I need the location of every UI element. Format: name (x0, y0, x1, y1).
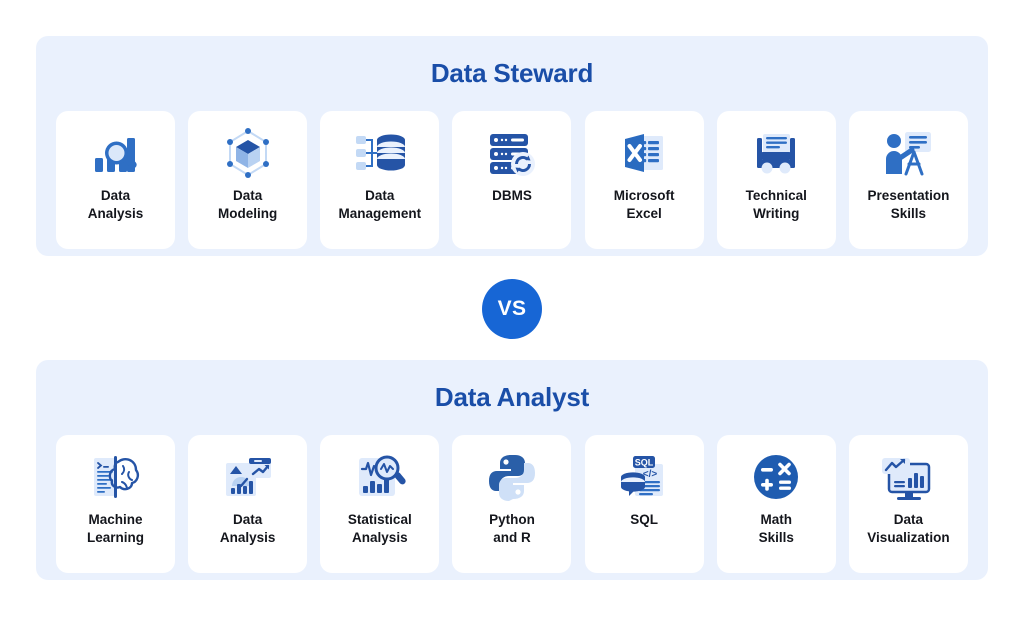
skill-card-label: Math Skills (758, 512, 794, 545)
skill-card-data-modeling[interactable]: Data Modeling (188, 111, 308, 249)
skill-card-label: SQL (630, 512, 658, 527)
section-data-steward: Data Steward Data Analysis (36, 36, 988, 256)
skill-card-dbms[interactable]: DBMS (452, 111, 572, 249)
presenter-easel-icon (880, 125, 936, 181)
skill-card-label: Machine Learning (86, 512, 144, 545)
skill-card-data-management[interactable]: Data Management (320, 111, 440, 249)
waveform-magnifier-chart-icon (352, 449, 408, 505)
math-operators-circle-icon (748, 449, 804, 505)
skill-card-label: Data Modeling (218, 188, 278, 221)
card-row-data-steward: Data Analysis (56, 111, 968, 249)
skill-card-data-analysis-analyst[interactable]: Data Analysis (188, 435, 308, 573)
server-rack-sync-icon (484, 125, 540, 181)
dashboard-gauge-chart-icon (220, 449, 276, 505)
monitor-bar-chart-icon (880, 449, 936, 505)
skill-card-math-skills[interactable]: Math Skills (716, 435, 836, 573)
skill-card-statistical-analysis[interactable]: Statistical Analysis (320, 435, 440, 573)
skill-card-label: Python and R (489, 512, 535, 545)
card-row-data-analyst: Machine Learning (56, 435, 968, 573)
svg-text:</>: </> (643, 469, 658, 480)
skill-card-label: Technical Writing (745, 188, 807, 221)
code-brain-icon (88, 449, 144, 505)
skill-card-data-visualization[interactable]: Data Visualization (848, 435, 968, 573)
hexagon-cube-node-icon (220, 125, 276, 181)
skill-card-technical-writing[interactable]: Technical Writing (716, 111, 836, 249)
section-title-data-steward: Data Steward (430, 58, 594, 88)
skill-card-label: Data Analysis (219, 512, 276, 545)
skill-card-label: Data Visualization (867, 512, 950, 545)
skill-card-label: DBMS (492, 188, 532, 203)
skill-card-label: Presentation Skills (867, 188, 950, 221)
skill-card-data-analysis-steward[interactable]: Data Analysis (56, 111, 175, 249)
skill-card-python-and-r[interactable]: Python and R (452, 435, 572, 573)
section-title-data-analyst: Data Analyst (434, 382, 590, 412)
database-nodes-icon (352, 125, 408, 181)
microsoft-excel-icon (616, 125, 672, 181)
printer-document-icon (748, 125, 804, 181)
section-data-analyst: Data Analyst (36, 360, 988, 580)
sql-database-code-icon: SQL </> (616, 449, 672, 505)
skill-card-label: Statistical Analysis (347, 512, 412, 545)
vs-label: VS (497, 297, 527, 320)
bar-chart-magnifier-icon (88, 125, 144, 181)
skill-card-sql[interactable]: SQL </> S (584, 435, 704, 573)
skill-card-label: Microsoft Excel (613, 188, 675, 221)
skill-card-label: Data Analysis (87, 188, 144, 221)
skill-card-microsoft-excel[interactable]: Microsoft Excel (584, 111, 704, 249)
skill-card-presentation-skills[interactable]: Presentation Skills (848, 111, 968, 249)
svg-text:SQL: SQL (635, 458, 654, 468)
skill-card-machine-learning[interactable]: Machine Learning (56, 435, 175, 573)
skill-card-label: Data Management (338, 188, 422, 221)
python-logo-icon (484, 449, 540, 505)
vs-divider-badge: VS (482, 279, 542, 339)
